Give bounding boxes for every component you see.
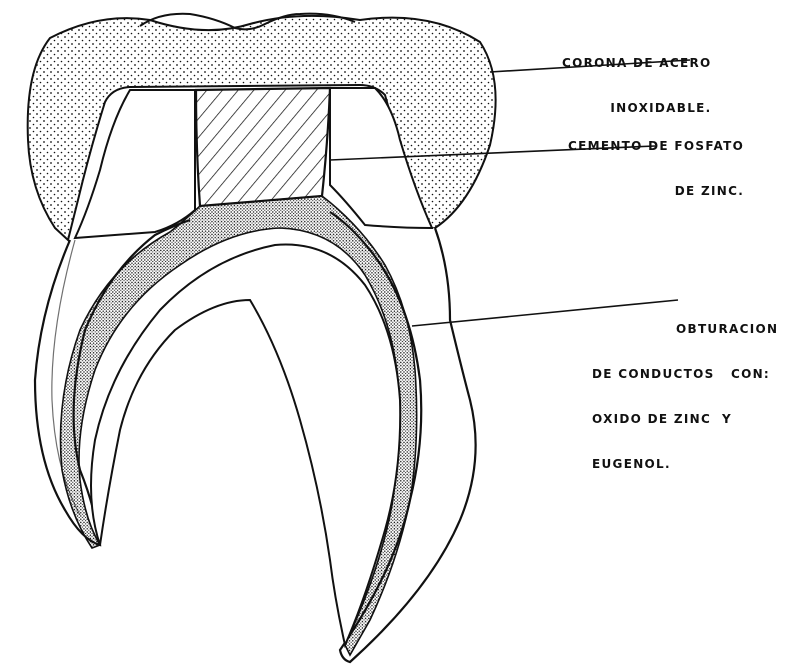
furcation-outline	[91, 245, 400, 646]
label-cement-line-1: CEMENTO DE FOSFATO	[568, 139, 744, 154]
label-filling-line-4: EUGENOL.	[592, 457, 778, 472]
zinc-phosphate-cement	[196, 88, 330, 206]
label-filling-line-1: OBTURACION	[592, 322, 778, 337]
label-filling-line-3: OXIDO DE ZINC Y	[592, 412, 778, 427]
label-zinc-phosphate-cement: CEMENTO DE FOSFATO DE ZINC.	[568, 109, 744, 229]
label-canal-filling: OBTURACION DE CONDUCTOS CON: OXIDO DE ZI…	[592, 292, 778, 502]
label-cement-line-2: DE ZINC.	[568, 184, 744, 199]
label-filling-line-2: DE CONDUCTOS CON:	[592, 367, 778, 382]
label-crown-line-1: CORONA DE ACERO	[562, 56, 712, 71]
